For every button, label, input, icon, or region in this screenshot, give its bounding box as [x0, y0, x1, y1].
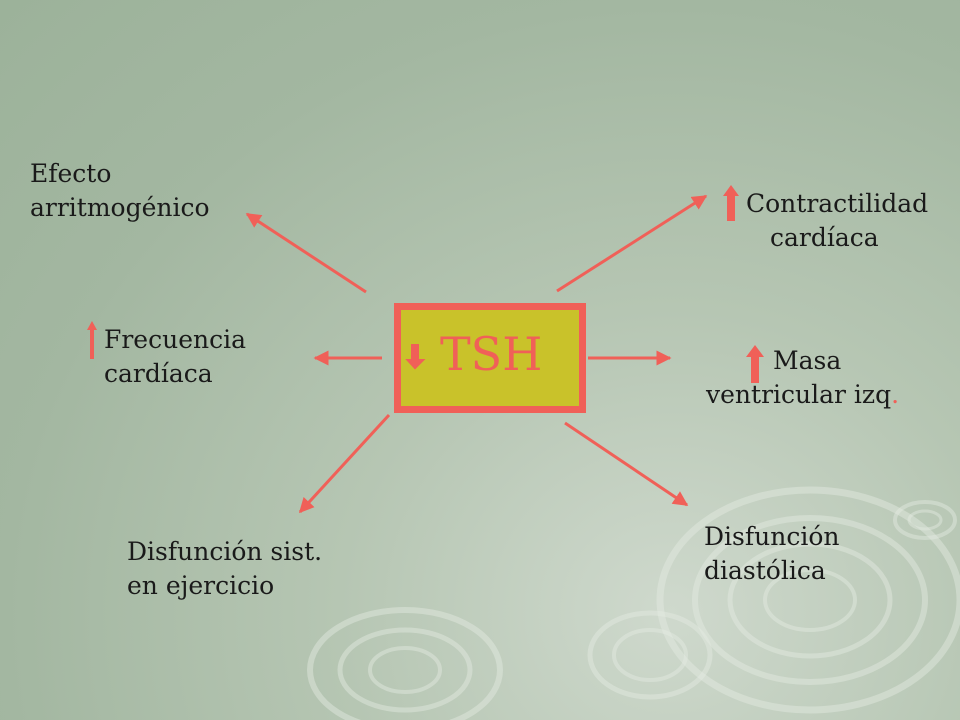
label-diastolic-line1: Disfunción: [704, 522, 840, 551]
label-systolic-line2: en ejercicio: [127, 571, 275, 600]
label-contractility-line1: Contractilidad: [746, 189, 929, 218]
arrow-to-systolic: [298, 413, 391, 514]
label-arrhythmogenic-line1: Efecto: [30, 159, 112, 188]
label-diastolic-line2: diastólica: [704, 556, 826, 585]
label-heart-rate-line2: cardíaca: [104, 359, 213, 388]
arrow-to-contractility: [556, 194, 708, 293]
label-lv-mass-line1: Masa: [773, 346, 842, 375]
label-heart-rate: Frecuencia cardíaca: [104, 323, 246, 391]
down-arrow-icon: [402, 342, 431, 373]
arrow-to-diastolic: [564, 421, 689, 507]
label-systolic: Disfunción sist. en ejercicio: [127, 535, 322, 603]
label-lv-mass-period: .: [891, 380, 900, 409]
up-arrow-icon: [723, 185, 739, 221]
label-systolic-line1: Disfunción sist.: [127, 537, 323, 566]
up-arrow-icon: [746, 345, 764, 383]
label-lv-mass: Masa ventricular izq.: [706, 344, 899, 412]
arrow-to-arrhythmogenic: [245, 212, 367, 294]
label-heart-rate-line1: Frecuencia: [104, 325, 246, 354]
label-lv-mass-line2-wrap: ventricular izq.: [706, 378, 899, 412]
label-arrhythmogenic: Efecto arritmogénico: [30, 157, 210, 225]
label-contractility-line2: cardíaca: [770, 223, 879, 252]
label-contractility: Contractilidad cardíaca: [746, 187, 928, 255]
up-arrow-icon: [87, 321, 97, 359]
tsh-label: TSH: [440, 327, 543, 381]
label-arrhythmogenic-line2: arritmogénico: [30, 193, 210, 222]
label-diastolic: Disfunción diastólica: [704, 520, 839, 588]
label-lv-mass-line2: ventricular izq: [706, 380, 892, 409]
